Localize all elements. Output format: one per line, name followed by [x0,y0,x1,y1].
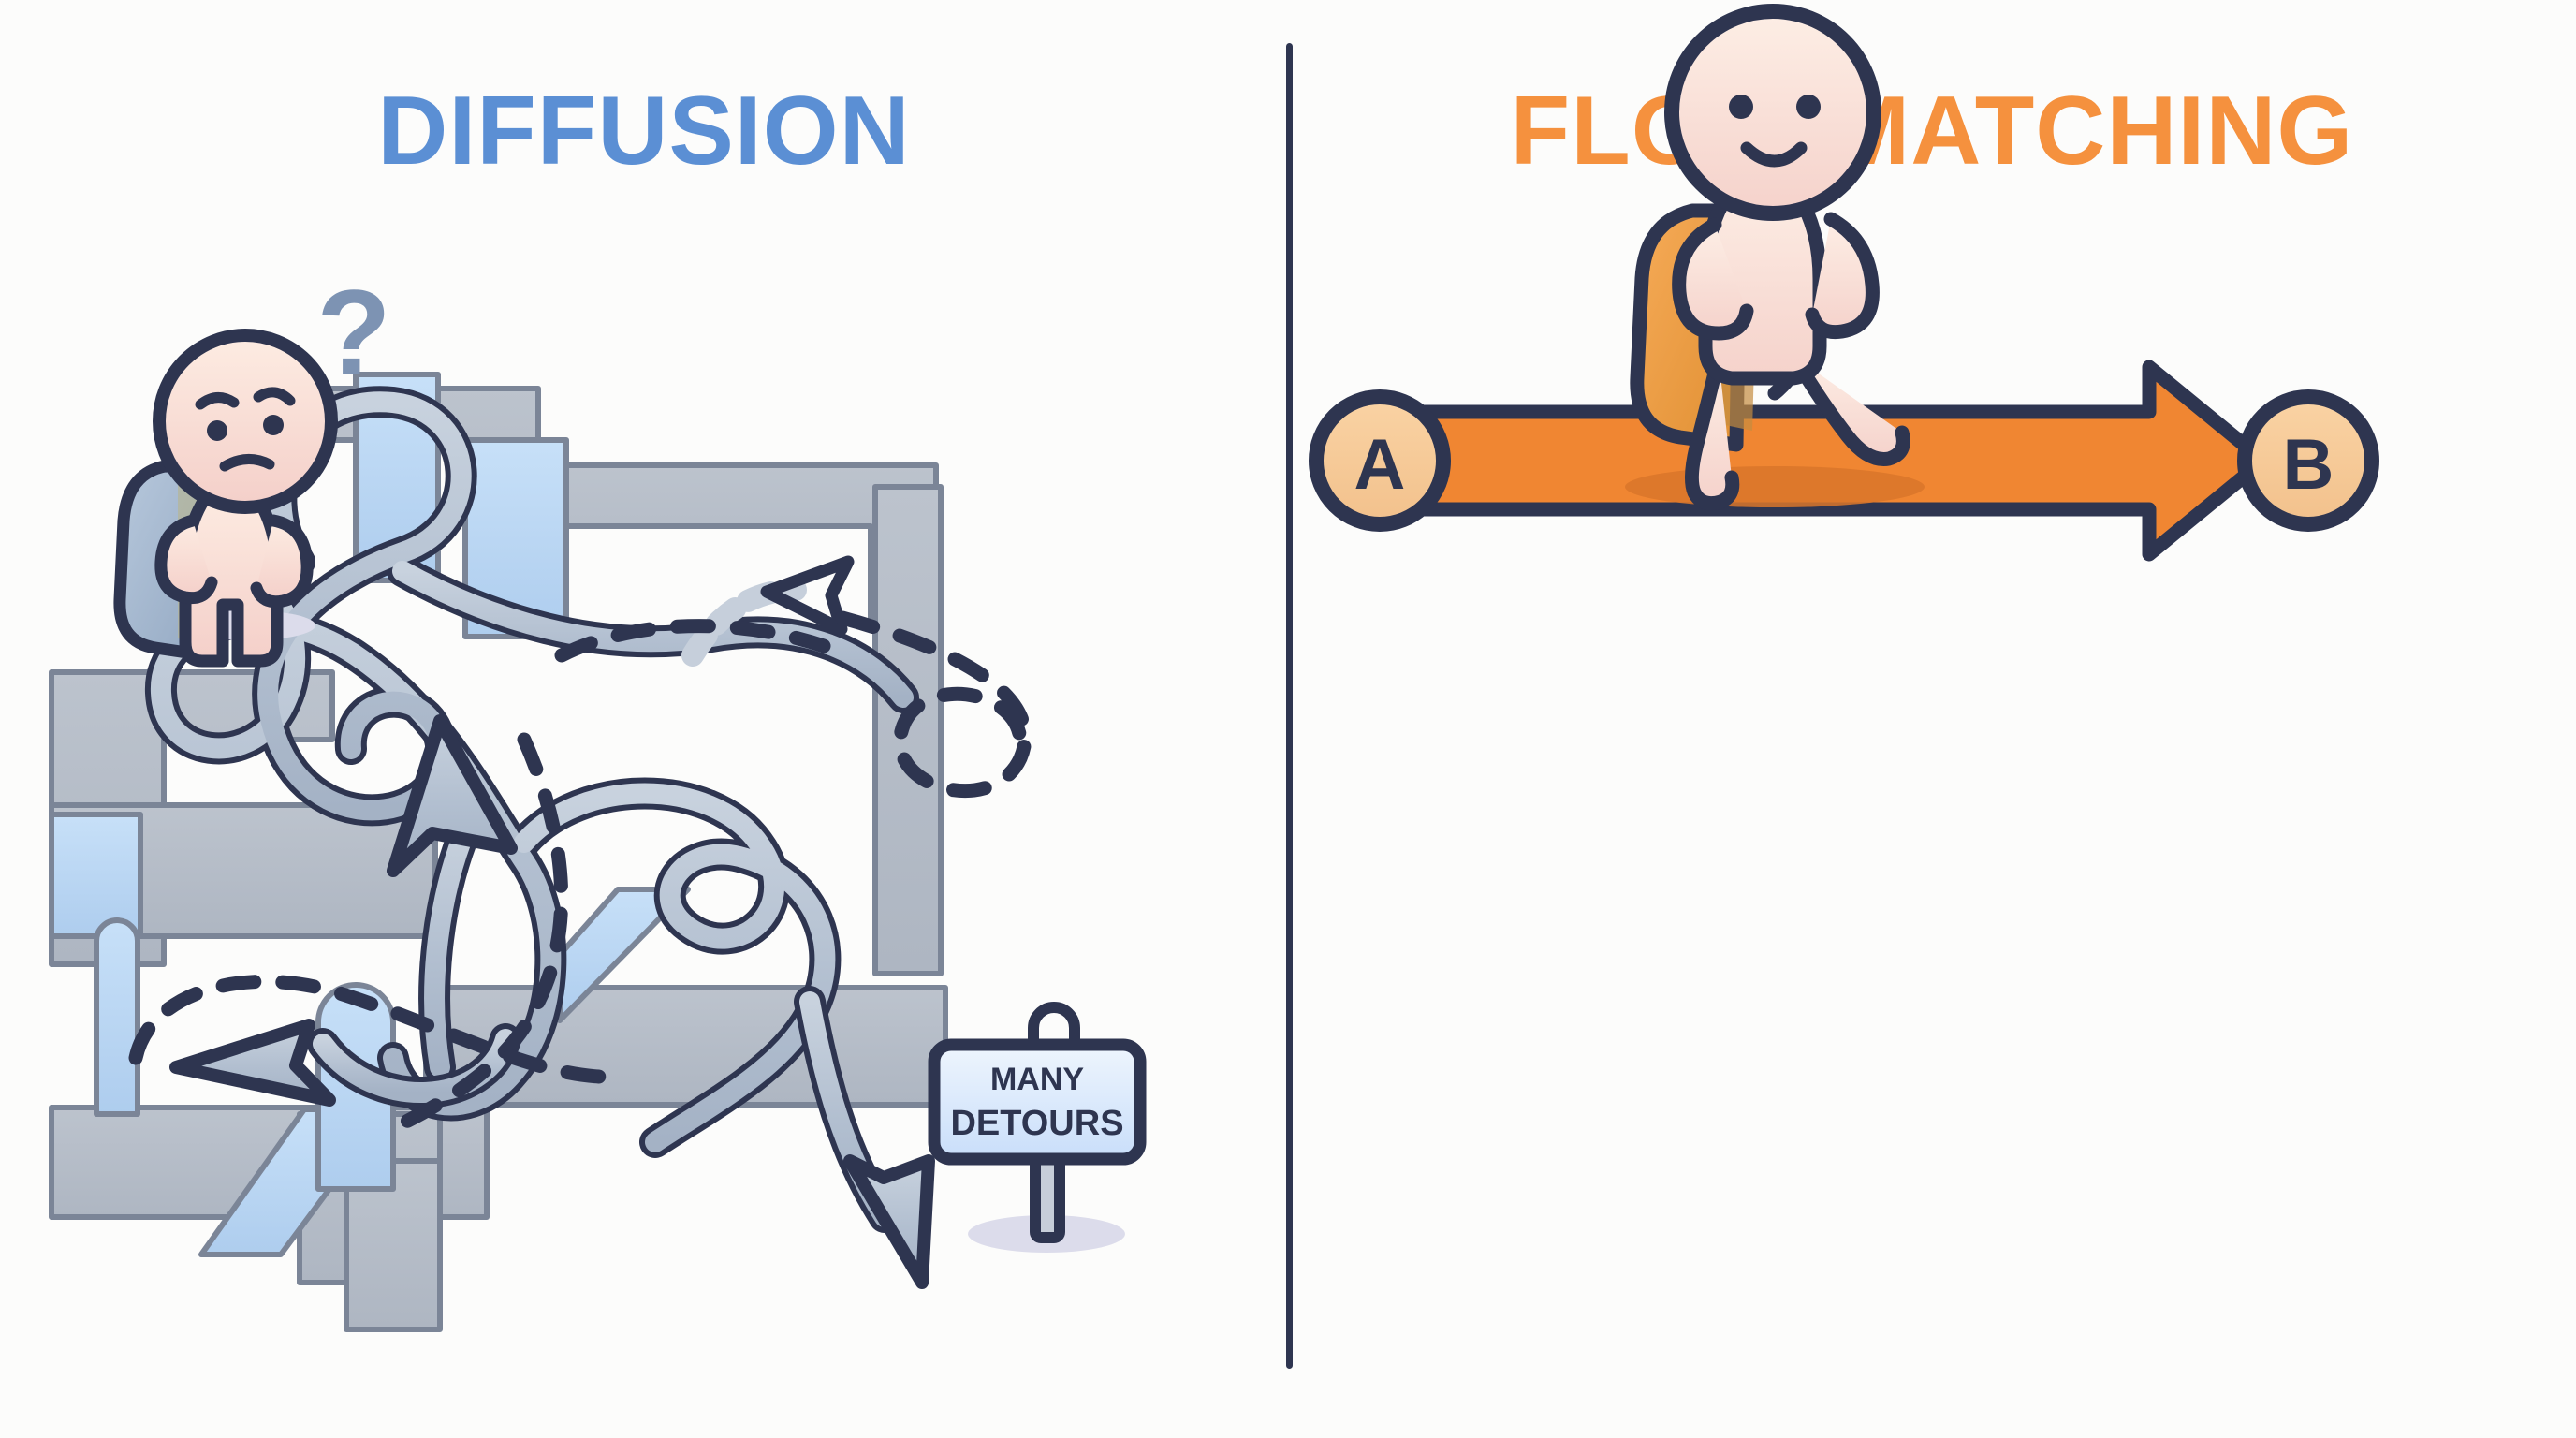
mouth-frown [219,454,275,472]
diffusion-scene: ? MANY DETOURS [49,264,1147,1332]
detour-arrow-fading [681,555,855,667]
detour-arrows-solid [169,555,935,1289]
maze-block-blue-d [94,917,140,1117]
dashed-detour-paths [128,610,1032,1131]
character-arm-right [250,514,314,609]
character-shadow-right [1625,466,1925,507]
node-a: A [1309,389,1451,532]
sign-hook [1028,1002,1080,1062]
confused-traveler: ? [113,264,391,668]
leg-back [1684,350,1740,511]
node-a-label: A [1354,425,1406,505]
character-arm-left [154,514,218,605]
sign-line-1: MANY [990,1062,1084,1097]
detour-arrow-up [387,714,518,1083]
mouth-smile [1740,141,1808,168]
leg-front [1786,348,1910,466]
sign-board [928,1038,1147,1166]
arm-right-right-char [1805,212,1880,340]
dashed-loop-left [128,975,607,1084]
flow-matching-scene: A B [1309,4,2379,562]
eye-left [207,420,227,441]
many-detours-sign: MANY DETOURS [928,1002,1147,1253]
node-a-circle [1309,389,1451,532]
node-b-circle [2237,389,2379,532]
flow-matching-title: FLOW MATCHING [1510,77,2354,185]
eye-left-right-char [1729,95,1753,119]
eye-right [263,415,284,435]
eye-right-right-char [1796,95,1821,119]
detour-arrow-downright [794,986,935,1289]
node-b-label: B [2283,425,2334,505]
panel-divider [1286,43,1293,1369]
maze-wall-bottom-right-vert [344,1158,443,1332]
flow-arrow-shape [1365,360,2271,562]
brow-left [195,392,240,410]
brow-right [253,387,296,406]
question-mark-icon: ? [316,264,390,401]
sign-line-2: DETOURS [950,1104,1123,1143]
diffusion-title: DIFFUSION [377,77,911,185]
dashed-segment-top [554,619,831,663]
character-head-left [153,329,338,514]
dashed-segment-middle [395,732,569,1131]
maze-block-blue-c [49,812,143,939]
arm-left-right-char [1672,217,1754,341]
detour-arrow-left [169,1019,521,1108]
flow-arrow [1365,360,2271,562]
dashed-loop-right [835,610,1032,799]
node-b: B [2237,389,2379,532]
flow-matching-panel: FLOW MATCHING [1288,0,2576,1438]
happy-traveler [1630,4,1910,511]
character-head-right [1664,4,1881,221]
diffusion-panel: DIFFUSION [49,77,1147,1332]
